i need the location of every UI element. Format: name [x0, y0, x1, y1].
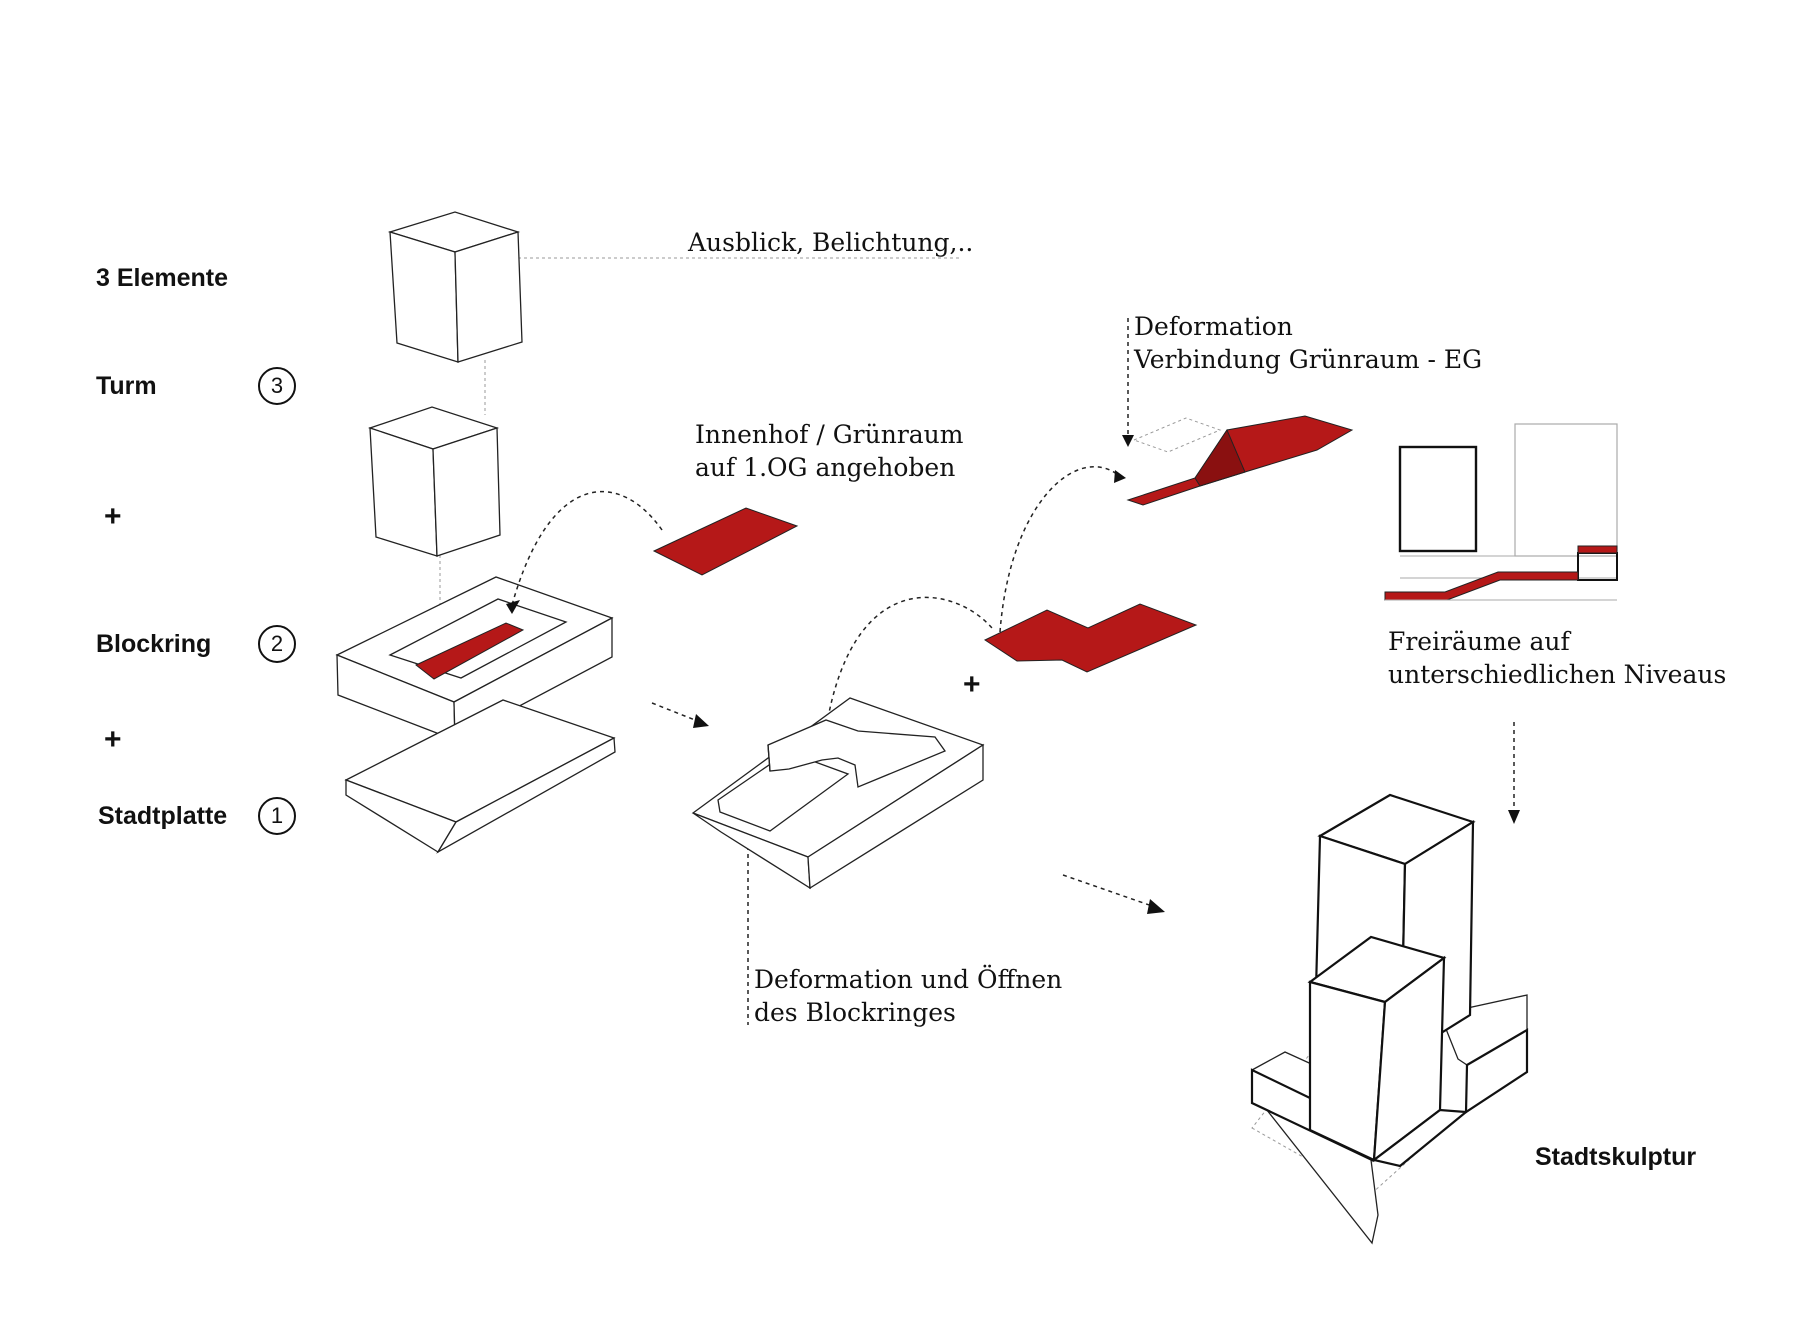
arc-deformation-upper: [999, 466, 1123, 633]
arc-innenhof: [511, 490, 663, 606]
heading-3-elemente: 3 Elemente: [96, 264, 229, 292]
label-blockring: Blockring: [96, 630, 212, 658]
stadtskulptur-form: [1250, 793, 1529, 1245]
annotation-innenhof-2: auf 1.OG angehoben: [695, 453, 956, 482]
label-stadtskulptur: Stadtskulptur: [1535, 1143, 1697, 1171]
annotation-innenhof-1: Innenhof / Grünraum: [695, 420, 964, 449]
lifted-green-slab: [652, 507, 799, 576]
arrow-stage1-2: [651, 702, 701, 723]
arrow-stage2-3: [1062, 874, 1156, 908]
stadtplatte-element: [344, 699, 616, 854]
annotation-deformation-2: Verbindung Grünraum - EG: [1134, 345, 1483, 374]
deformed-blockring: [691, 697, 985, 890]
annotation-freiraeume-2: unterschiedlichen Niveaus: [1388, 660, 1727, 689]
annotation-ausblick: Ausblick, Belichtung,..: [688, 228, 974, 257]
label-turm: Turm: [96, 372, 157, 400]
label-stadtplatte: Stadtplatte: [98, 802, 228, 830]
plus-sign-3: +: [963, 668, 981, 701]
tower-box: [367, 406, 501, 557]
courtyard-green-red: [415, 622, 525, 680]
annotation-deformation-1: Deformation: [1134, 312, 1293, 341]
red-green-slab-lower: [983, 603, 1198, 673]
plus-sign-2: +: [104, 723, 122, 756]
number-badge-1: 1: [258, 797, 296, 835]
number-badge-3: 3: [258, 367, 296, 405]
number-badge-2: 2: [258, 625, 296, 663]
annotation-oeffnen-2: des Blockringes: [754, 998, 956, 1027]
red-deformation-ramp: [1126, 415, 1354, 506]
section-diagram: [1384, 423, 1618, 601]
annotation-freiraeume-1: Freiräume auf: [1388, 627, 1570, 656]
plus-sign-1: +: [104, 500, 122, 533]
arc-deformation-lower: [819, 596, 993, 791]
blockring-element: [335, 576, 614, 742]
tower-top-box: [387, 211, 523, 363]
annotation-oeffnen-1: Deformation und Öffnen: [754, 965, 1063, 994]
